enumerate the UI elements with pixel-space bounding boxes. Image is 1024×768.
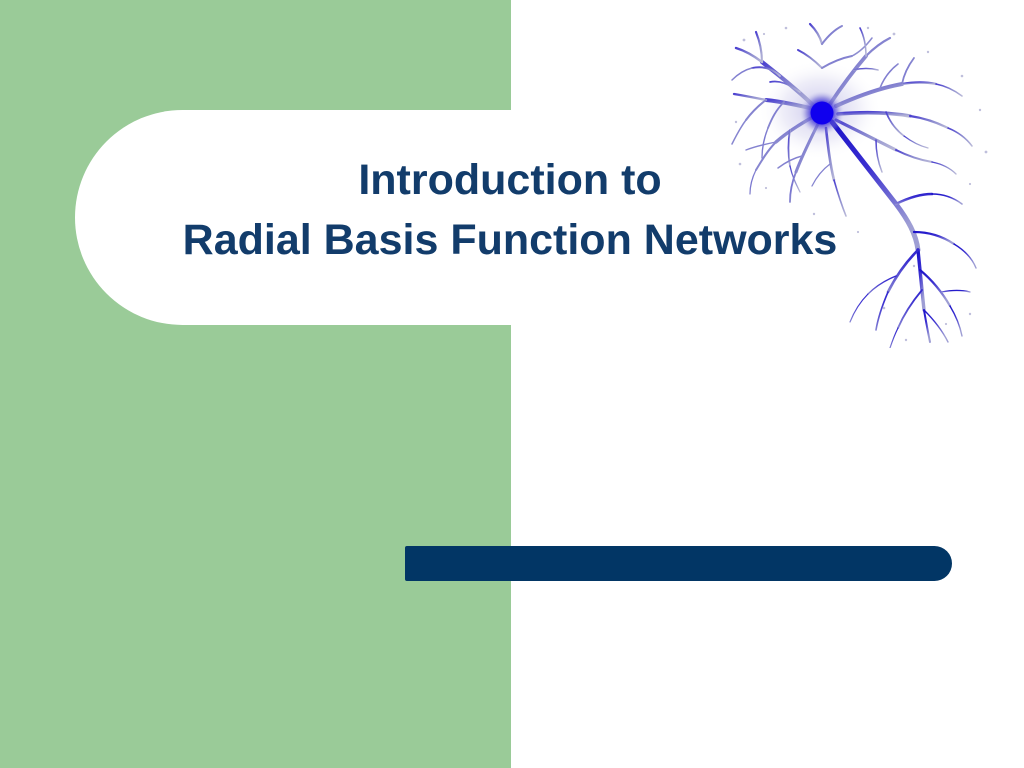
page-title-line-1: Introduction to <box>358 156 662 204</box>
page-title: Introduction to Radial Basis Function Ne… <box>80 150 940 270</box>
navy-accent-bar <box>405 546 952 581</box>
page-title-line-2: Radial Basis Function Networks <box>182 216 838 264</box>
